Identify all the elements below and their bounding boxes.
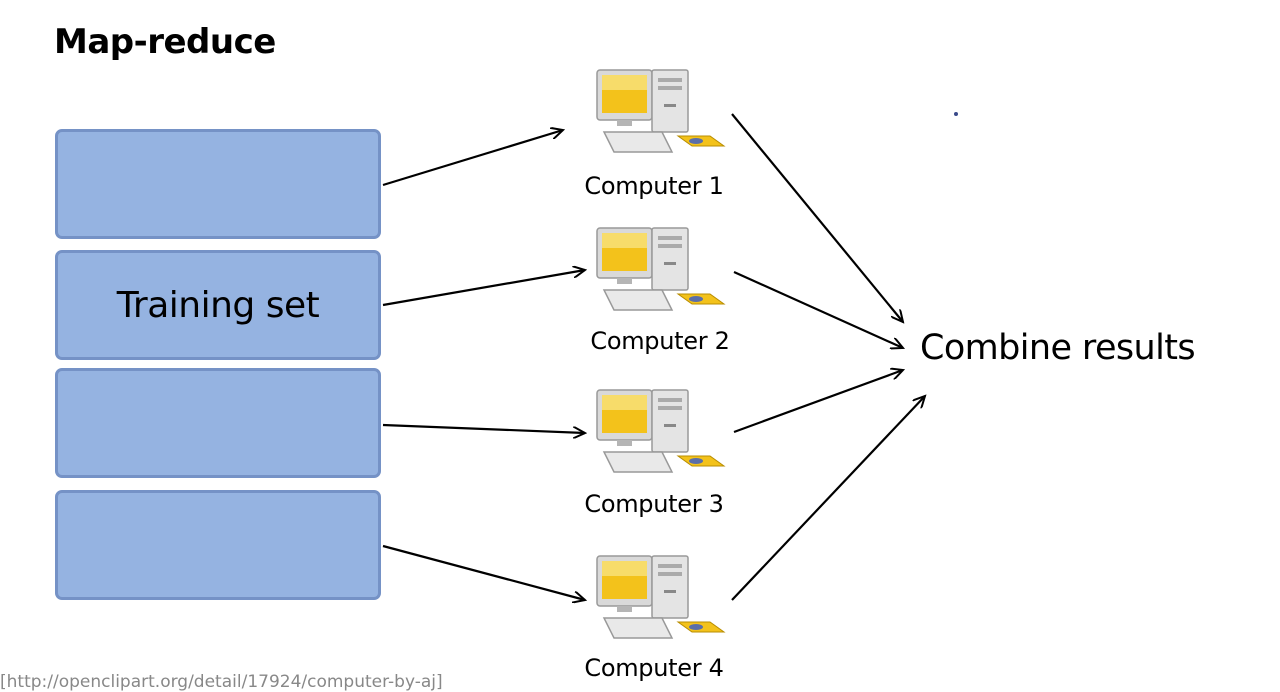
arrow-block2-to-computer2 [382,270,585,307]
computer-1-label: Computer 1 [584,172,724,200]
training-block-3 [55,368,381,478]
combine-results-label: Combine results [920,328,1196,368]
slide-title: Map-reduce [54,22,276,62]
computer-4-label: Computer 4 [584,654,724,682]
arrow-block3-to-computer3 [382,423,585,433]
arrow-computer4-to-combine [731,396,925,601]
arrow-computer1-to-combine [731,113,903,322]
source-credit: [http://openclipart.org/detail/17924/com… [0,672,443,692]
computer-2-label: Computer 2 [590,327,730,355]
arrow-computer2-to-combine [733,270,903,348]
computer-3-icon [592,384,732,484]
computer-4-icon [592,550,732,650]
training-set-label: Training set [116,284,320,326]
training-block-1 [55,129,381,239]
computer-1-icon [592,64,732,164]
arrow-block4-to-computer4 [382,544,585,600]
training-block-4 [55,490,381,600]
arrow-computer3-to-combine [733,370,903,434]
training-block-2: Training set [55,250,381,360]
computer-2-icon [592,222,732,322]
stray-dot [954,112,958,116]
arrow-block1-to-computer1 [382,130,563,187]
computer-3-label: Computer 3 [584,490,724,518]
